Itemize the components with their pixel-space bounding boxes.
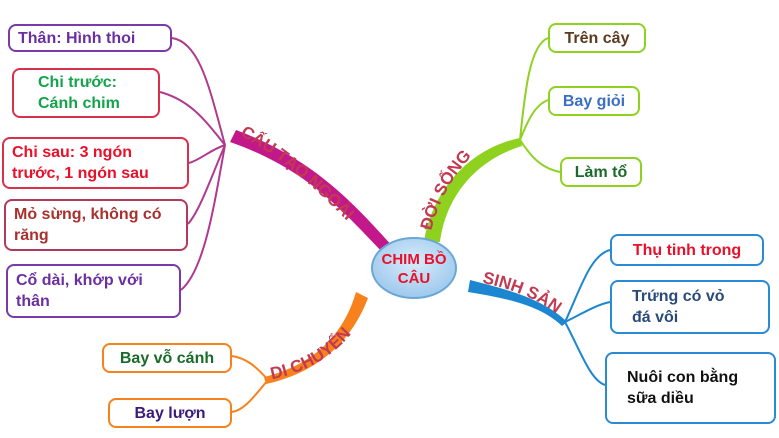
branch-reproduction [468,280,567,326]
leaf-connectors [159,37,611,413]
node-forelimb-text: Chi trước: Cánh chim [38,74,120,112]
connector-on-tree [519,37,549,141]
center-title-line1: CHIM BỒ [382,250,447,268]
connector-nest [519,139,561,173]
branch-movement [264,292,368,384]
node-flies-well-text: Bay giỏi [562,92,626,110]
connector-forelimb [159,91,226,146]
connector-gliding [231,379,269,413]
connector-flapping [231,355,269,381]
node-beak-text: Mỏ sừng, không có răng [14,206,162,244]
node-neck: Cổ dài, khớp với thân [6,264,181,318]
node-on-tree: Trên cây [548,23,646,53]
node-fertilization-text: Thụ tinh trong [632,241,742,259]
node-eggs-text: Trứng có vỏ đá vôi [632,288,725,326]
node-crop-milk-text: Nuôi con bằng sữa diều [627,369,739,407]
branch-label-life: ĐỜI SỐNG [417,146,475,232]
connector-eggs [564,301,611,323]
center-title-line2: CÂU [398,269,431,287]
connector-body [171,37,226,146]
branch-life [424,138,522,242]
branch-label-structure: CẤU TẠO NGOÀI [238,122,358,224]
node-nest-text: Làm tổ [574,163,628,181]
branch-label-movement: DI CHUYỂN [268,324,354,384]
connector-hindlimb [188,144,226,164]
node-gliding-flight: Bay lượn [108,398,232,428]
node-on-tree-text: Trên cây [564,29,630,47]
node-neck-text: Cổ dài, khớp với thân [16,272,143,310]
node-flapping-flight: Bay vỗ cánh [102,343,232,373]
center-node [371,237,457,299]
node-forelimb: Chi trước: Cánh chim [12,68,160,118]
connector-beak [187,144,226,225]
node-flies-well: Bay giỏi [548,86,640,116]
node-body-shape: Thân: Hình thoi [8,24,172,52]
node-flapping-flight-text: Bay vỗ cánh [119,349,215,367]
node-beak: Mỏ sừng, không có răng [4,199,188,251]
node-hindlimb: Chi sau: 3 ngón trước, 1 ngón sau [2,137,189,189]
node-gliding-flight-text: Bay lượn [134,404,206,422]
node-eggs: Trứng có vỏ đá vôi [610,280,770,334]
node-crop-milk: Nuôi con bằng sữa diều [605,352,776,424]
connector-crop-milk [564,321,606,386]
node-hindlimb-text: Chi sau: 3 ngón trước, 1 ngón sau [12,144,149,182]
node-nest: Làm tổ [560,157,642,187]
branch-structure [230,130,394,258]
connector-neck [180,144,226,291]
connector-flies-well [519,99,549,141]
node-fertilization: Thụ tinh trong [610,234,764,266]
connector-fertilization [564,249,611,323]
node-body-shape-text: Thân: Hình thoi [18,29,136,47]
